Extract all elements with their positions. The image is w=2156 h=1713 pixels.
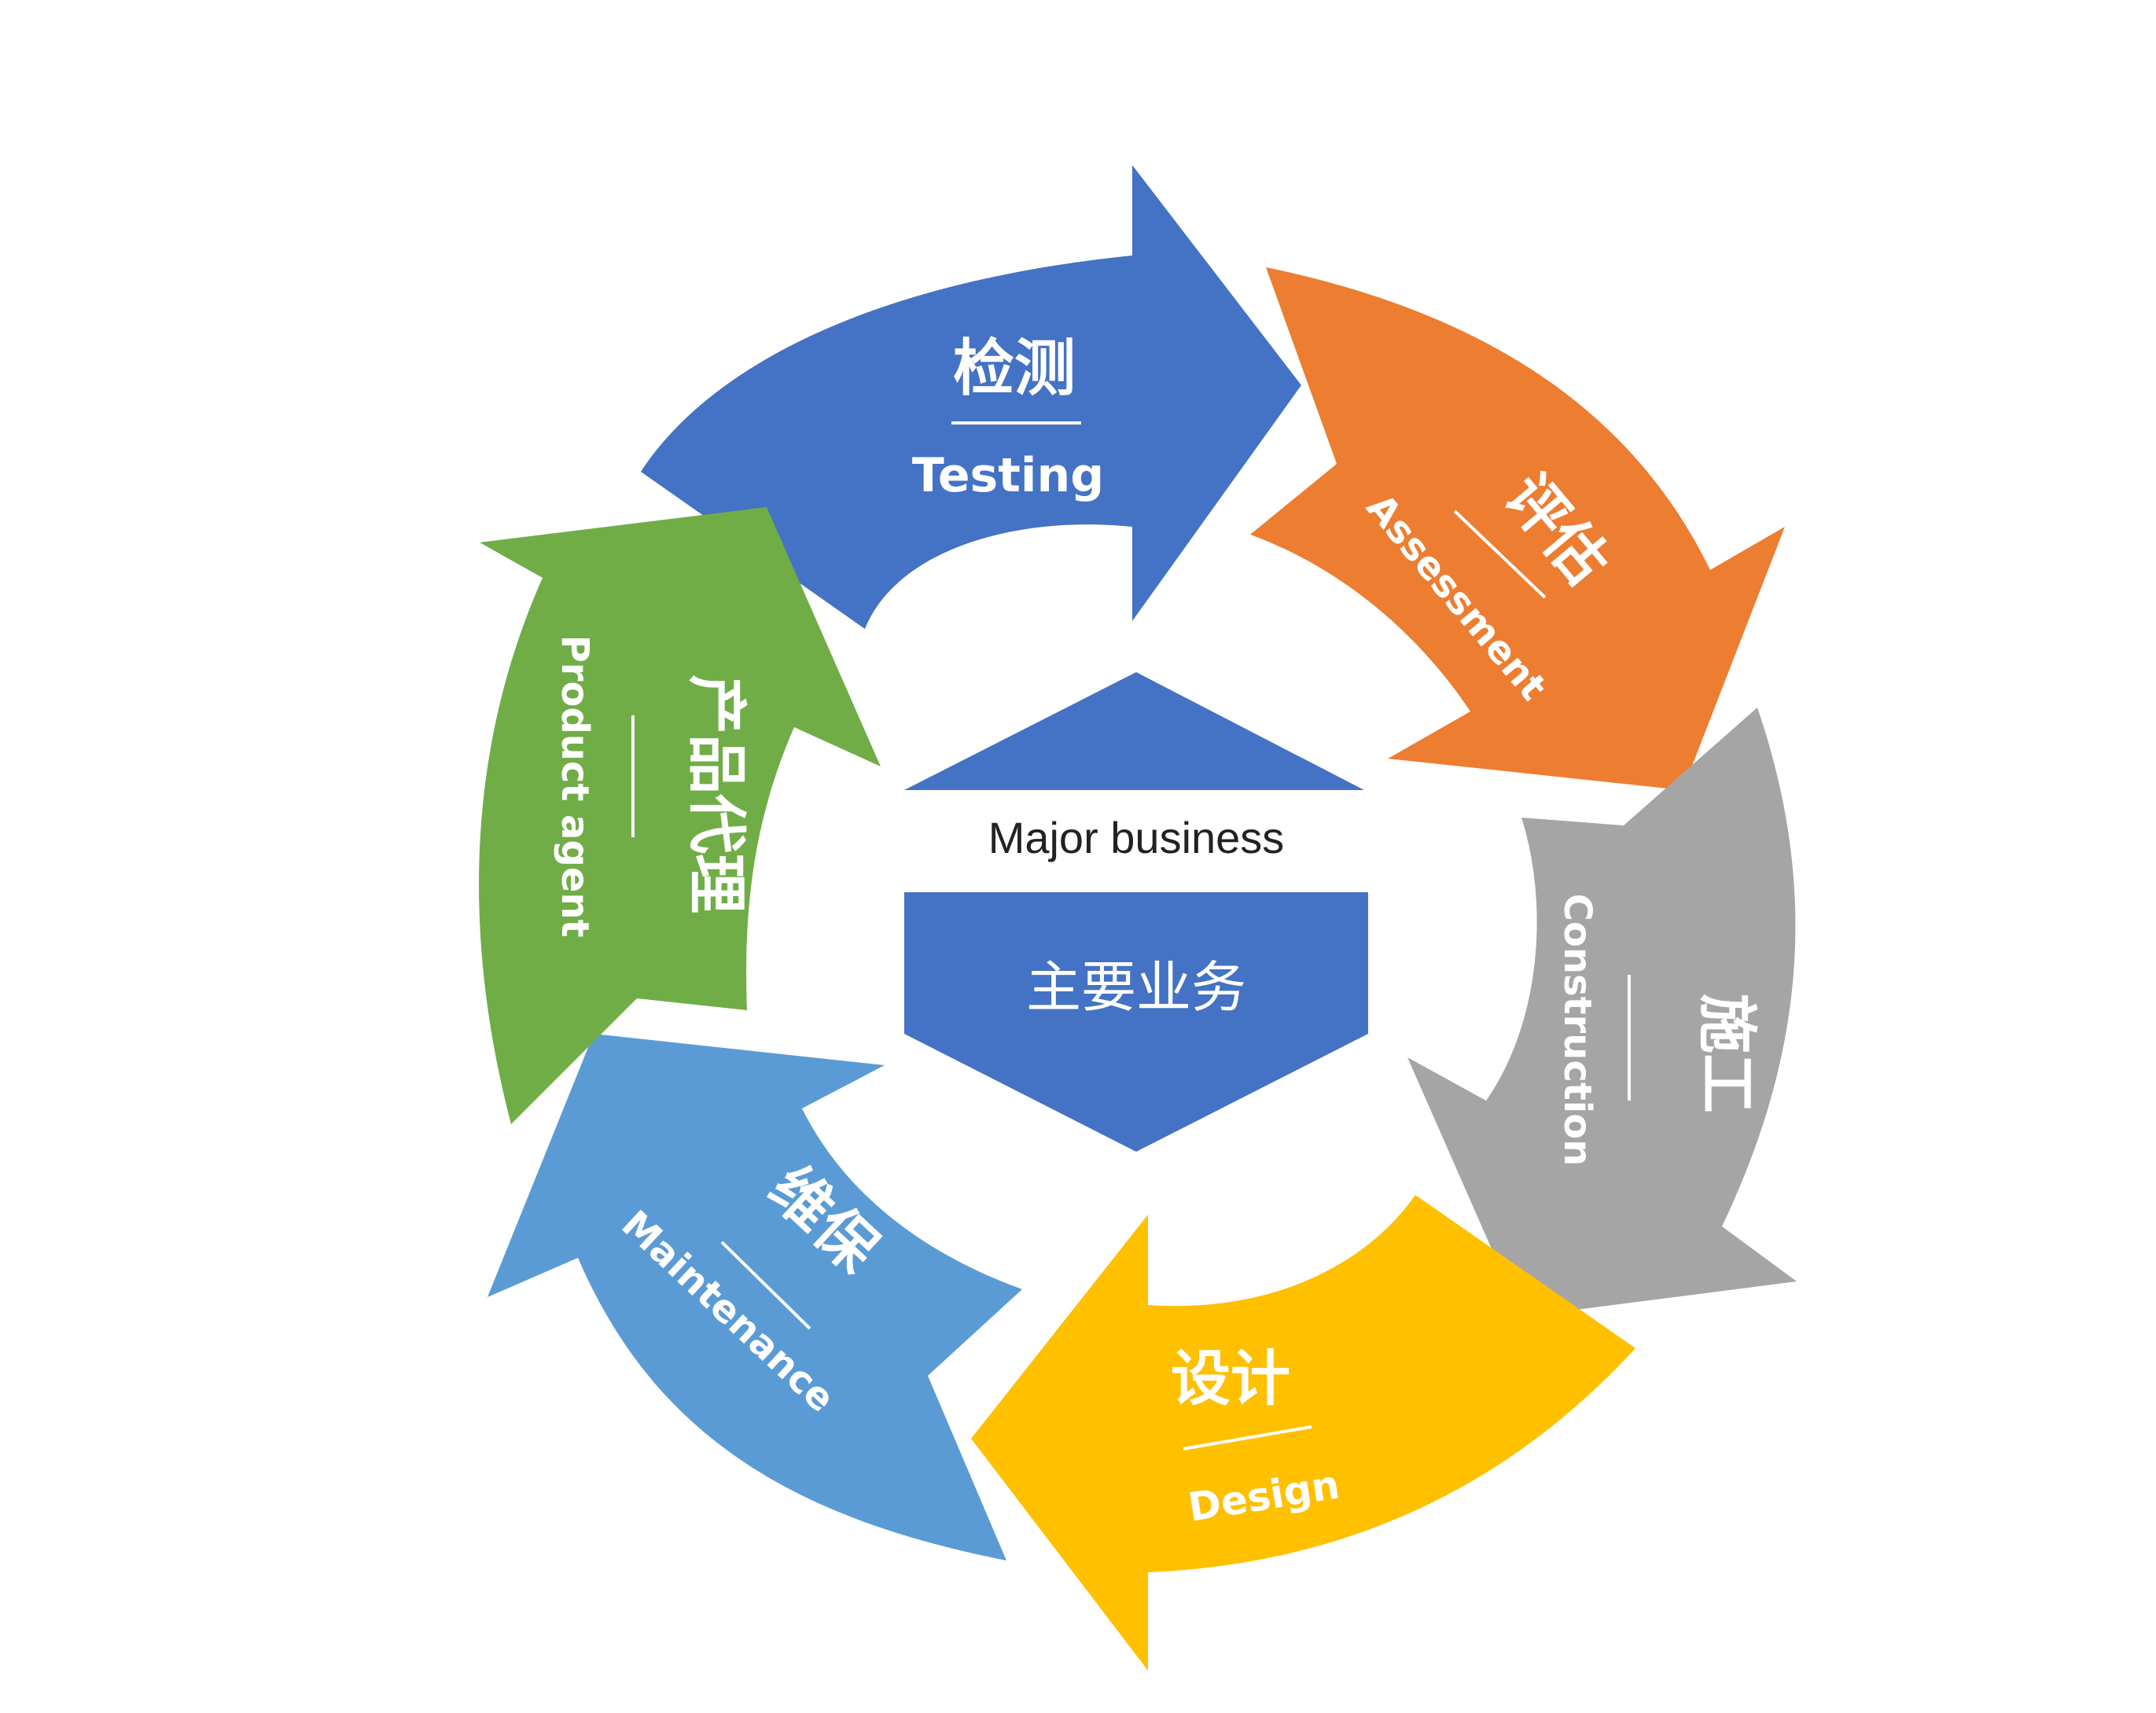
center-hub: Major business 主要业务 <box>904 672 1368 1152</box>
center-bottom-pentagon <box>904 892 1368 1152</box>
design-divider <box>1183 1425 1312 1450</box>
maintenance-segment: 维保 Maintenance <box>487 1034 1022 1560</box>
maintenance-divider <box>720 1241 811 1330</box>
construction-label-zh: 施工 <box>1692 994 1762 1113</box>
product-agent-arrow <box>479 507 881 1124</box>
center-title-zh: 主要业务 <box>1026 955 1246 1020</box>
product-agent-label-zh: 产品代理 <box>682 675 752 913</box>
design-segment: 设计 Design <box>971 1195 1635 1671</box>
design-label-zh: 设计 <box>1171 1344 1290 1413</box>
testing-segment: 检测 Testing <box>641 165 1301 629</box>
center-top-triangle <box>904 672 1364 790</box>
testing-arrow <box>641 165 1301 629</box>
construction-segment: 施工 Construction <box>1407 708 1797 1317</box>
center-title-en: Major business <box>988 813 1285 862</box>
maintenance-arrow <box>487 1034 1022 1560</box>
construction-arrow <box>1407 708 1797 1317</box>
design-arrow <box>971 1195 1635 1671</box>
assessment-divider <box>1453 509 1547 599</box>
testing-label-en: Testing <box>912 448 1104 503</box>
product-agent-label-en: Product agent <box>553 635 597 938</box>
testing-label-zh: 检测 <box>953 333 1076 404</box>
assessment-segment: 评估 Assessment <box>1250 267 1785 790</box>
product-agent-segment: 产品代理 Product agent <box>479 507 881 1124</box>
assessment-arrow <box>1250 267 1785 790</box>
construction-label-en: Construction <box>1555 894 1599 1167</box>
